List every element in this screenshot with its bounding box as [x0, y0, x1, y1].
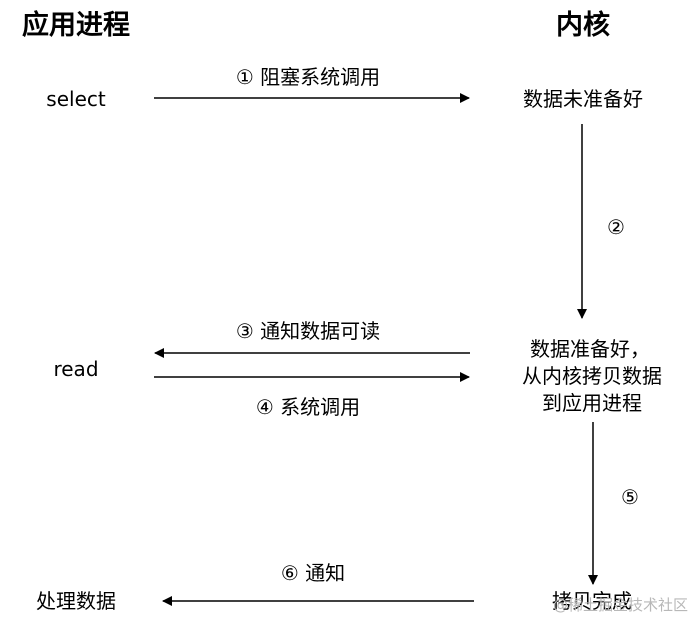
- data-ready-line-1: 数据准备好，: [530, 337, 650, 361]
- app-process-header: 应用进程: [22, 9, 130, 41]
- process-data-label: 处理数据: [36, 589, 116, 613]
- watermark-text: @稀土掘金技术社区: [553, 596, 688, 614]
- copy-complete-label: 拷贝完成: [552, 589, 632, 613]
- kernel-header: 内核: [556, 9, 610, 41]
- data-ready-line-2: 从内核拷贝数据: [522, 364, 662, 388]
- data-not-ready-label: 数据未准备好: [523, 87, 643, 111]
- step-3-label: ③ 通知数据可读: [236, 319, 380, 343]
- step-2-label: ②: [607, 215, 625, 239]
- step-4-label: ④ 系统调用: [256, 395, 360, 419]
- data-ready-line-3: 到应用进程: [542, 391, 642, 415]
- read-call-label: read: [53, 357, 98, 381]
- step-6-label: ⑥ 通知: [281, 561, 345, 585]
- step-5-label: ⑤: [621, 485, 639, 509]
- select-call-label: select: [46, 87, 106, 111]
- step-1-label: ① 阻塞系统调用: [236, 65, 380, 89]
